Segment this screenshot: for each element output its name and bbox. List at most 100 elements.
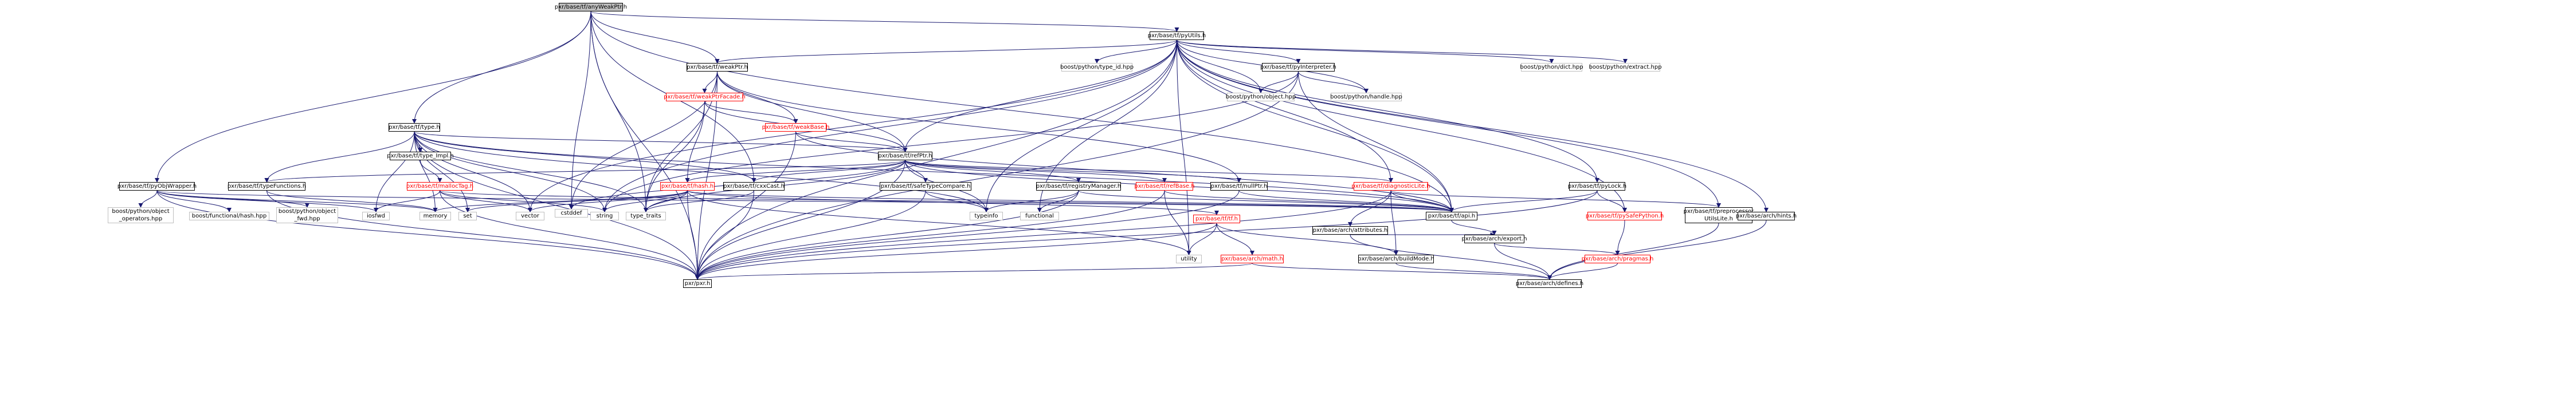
node-utility[interactable]: utility [1176, 255, 1202, 263]
edge-safetypecompare-to-typeinfo [925, 190, 989, 212]
edge-pyutils-to-typeinfo [984, 39, 1177, 212]
edge-weakbase-to-pxr [695, 131, 796, 280]
edge-diagnosticlite-to-attributes [1348, 190, 1391, 227]
node-functional-hash[interactable]: boost/functional/hash.hpp [189, 212, 269, 220]
node-diagnosticlite[interactable]: pxr/base/tf/diagnosticLite.h [1351, 182, 1430, 191]
node-hash[interactable]: pxr/base/tf/hash.h [660, 182, 715, 191]
edge-diagnosticlite-to-pxr [695, 190, 1391, 280]
edge-buildmode-to-defines [1395, 263, 1552, 280]
node-py-object-operators[interactable]: boost/python/object _operators.hpp [108, 207, 174, 223]
node-malloctag[interactable]: pxr/base/tf/mallocTag.h [406, 182, 474, 191]
node-export[interactable]: pxr/base/arch/export.h [1461, 235, 1527, 243]
node-buildmode[interactable]: pxr/base/arch/buildMode.h [1358, 255, 1434, 263]
edge-pyutils-to-utility [1177, 39, 1191, 255]
node-pyinterpreter[interactable]: pxr/base/tf/pyInterpreter.h [1260, 63, 1336, 72]
edge-export-to-pragmas-dup [1494, 243, 1620, 255]
node-cxxcast[interactable]: pxr/base/tf/cxxCast.h [723, 182, 785, 191]
node-typeinfo[interactable]: typeinfo [970, 212, 1003, 220]
edge-api-to-export [1451, 220, 1497, 235]
edge-anyweakptr-to-cstddef [569, 11, 591, 210]
node-safetypecompare[interactable]: pxr/base/tf/safeTypeCompare.h [880, 182, 971, 191]
node-registrymanager[interactable]: pxr/base/tf/registryManager.h [1036, 182, 1122, 191]
edge-type-to-typeinfo [414, 131, 989, 212]
node-py-dict[interactable]: boost/python/dict.hpp [1520, 63, 1583, 72]
edge-pysafepython-to-pragmas-dup [1615, 220, 1625, 255]
node-py-handle[interactable]: boost/python/handle.hpp [1330, 93, 1402, 101]
edge-pylock-to-pysafepython [1597, 190, 1627, 212]
node-memory[interactable]: memory [419, 212, 451, 220]
node-weakbase[interactable]: pxr/base/tf/weakBase.h [762, 123, 830, 132]
edge-refptr-to-diagnosticlite [905, 160, 1393, 183]
edge-refptr-to-registrymanager [905, 160, 1081, 183]
edge-pylock-to-pxr [695, 190, 1598, 280]
node-pylock[interactable]: pxr/base/tf/pyLock.h [1567, 182, 1627, 191]
node-attributes[interactable]: pxr/base/arch/attributes.h [1312, 226, 1388, 235]
edge-refptr-to-refbase [905, 160, 1167, 183]
edge-type-to-string [414, 131, 607, 212]
edge-anyweakptr-to-pyutils [590, 11, 1179, 32]
node-py-object[interactable]: boost/python/object.hpp [1225, 93, 1296, 101]
edge-refptr-to-cxxcast [751, 160, 905, 183]
edge-registrymanager-to-api [1078, 190, 1454, 212]
node-type-traits[interactable]: type_traits [626, 212, 666, 220]
edge-pyobjwrapper-to-pxr [156, 190, 700, 280]
edge-refbase-to-pxr [695, 190, 1165, 280]
edge-diagnosticlite-to-buildmode [1390, 190, 1398, 255]
edge-refptr-to-pxr [695, 160, 905, 280]
edge-weakbase-to-refptr [795, 131, 908, 152]
node-cstddef[interactable]: cstddef [555, 209, 588, 218]
node-py-object-fwd[interactable]: boost/python/object _fwd.hpp [276, 207, 338, 223]
edge-pyutils-to-diagnosticlite [1177, 39, 1393, 183]
edge-anyweakptr-to-type-traits [590, 11, 648, 212]
edge-hash-to-pxr [687, 190, 700, 280]
edge-pyinterpreter-to-py-object [1258, 71, 1299, 93]
node-math[interactable]: pxr/base/arch/math.h [1221, 255, 1284, 263]
edge-tf-to-pxr [695, 223, 1217, 280]
node-set[interactable]: set [458, 212, 477, 220]
node-defines[interactable]: pxr/base/arch/defines.h [1515, 279, 1584, 288]
node-pyobjwrapper[interactable]: pxr/base/tf/pyObjWrapper.h [117, 182, 197, 191]
edge-pyinterpreter-to-py-handle [1298, 71, 1369, 93]
node-py-extract[interactable]: boost/python/extract.hpp [1589, 63, 1662, 72]
edge-anyweakptr-to-pxr [590, 11, 700, 280]
node-type[interactable]: pxr/base/tf/type.h [389, 123, 440, 132]
node-refbase[interactable]: pxr/base/tf/refBase.h [1134, 182, 1195, 191]
edge-pyobjwrapper-to-memory [156, 190, 438, 212]
edge-pyutils-to-string [602, 39, 1177, 212]
edge-anyweakptr-to-api [590, 11, 1454, 212]
edge-refbase-to-utility [1164, 190, 1191, 255]
node-functional[interactable]: functional [1020, 212, 1059, 220]
node-refptr[interactable]: pxr/base/tf/refPtr.h [878, 152, 932, 160]
node-weakptrfacade[interactable]: pxr/base/tf/weakPtrFacade.h [664, 93, 746, 101]
node-typefunctions[interactable]: pxr/base/tf/typeFunctions.h [227, 182, 307, 191]
edge-registrymanager-to-typeinfo [984, 190, 1079, 212]
edge-tf-to-math [1216, 223, 1254, 255]
edge-pyutils-to-refptr [903, 39, 1177, 152]
edge-malloctag-to-api [440, 190, 1454, 212]
edge-pyinterpreter-to-pxr [695, 71, 1299, 280]
node-api[interactable]: pxr/base/tf/api.h [1426, 212, 1477, 220]
node-pysafepython[interactable]: pxr/base/tf/pySafePython.h [1585, 212, 1664, 220]
node-string[interactable]: string [590, 212, 619, 220]
edge-cxxcast-to-type-traits [644, 190, 754, 212]
node-nullptr[interactable]: pxr/base/tf/nullPtr.h [1210, 182, 1268, 191]
node-pragmas-dup[interactable]: pxr/base/arch/pragmas.h [1581, 255, 1654, 263]
node-pxr[interactable]: pxr/pxr.h [683, 279, 712, 288]
edge-cxxcast-to-pxr [695, 190, 754, 280]
edge-refbase-to-api [1164, 190, 1454, 212]
node-vector[interactable]: vector [516, 212, 544, 220]
node-hints[interactable]: pxr/base/arch/hints.h [1735, 212, 1797, 220]
edge-pyutils-to-py-dict [1177, 39, 1554, 64]
node-type-impl[interactable]: pxr/base/tf/type_Impl.h [387, 152, 454, 160]
node-iosfwd[interactable]: iosfwd [362, 212, 390, 220]
edge-attributes-to-defines [1350, 234, 1552, 280]
node-weakptr[interactable]: pxr/base/tf/weakPtr.h [687, 63, 748, 72]
edge-weakptr-to-nullptr [717, 71, 1241, 183]
edge-pyutils-to-py-type-id [1095, 39, 1177, 64]
node-anyweakptr[interactable]: pxr/base/tf/anyWeakPtr.h [554, 3, 628, 11]
edge-typefunctions-to-memory [266, 190, 438, 212]
edge-pyutils-to-py-object [1177, 39, 1263, 93]
node-tf[interactable]: pxr/base/tf/tf.h [1193, 215, 1240, 223]
node-pyutils[interactable]: pxr/base/tf/pyUtils.h [1147, 31, 1206, 40]
node-py-type-id[interactable]: boost/python/type_id.hpp [1060, 63, 1134, 72]
